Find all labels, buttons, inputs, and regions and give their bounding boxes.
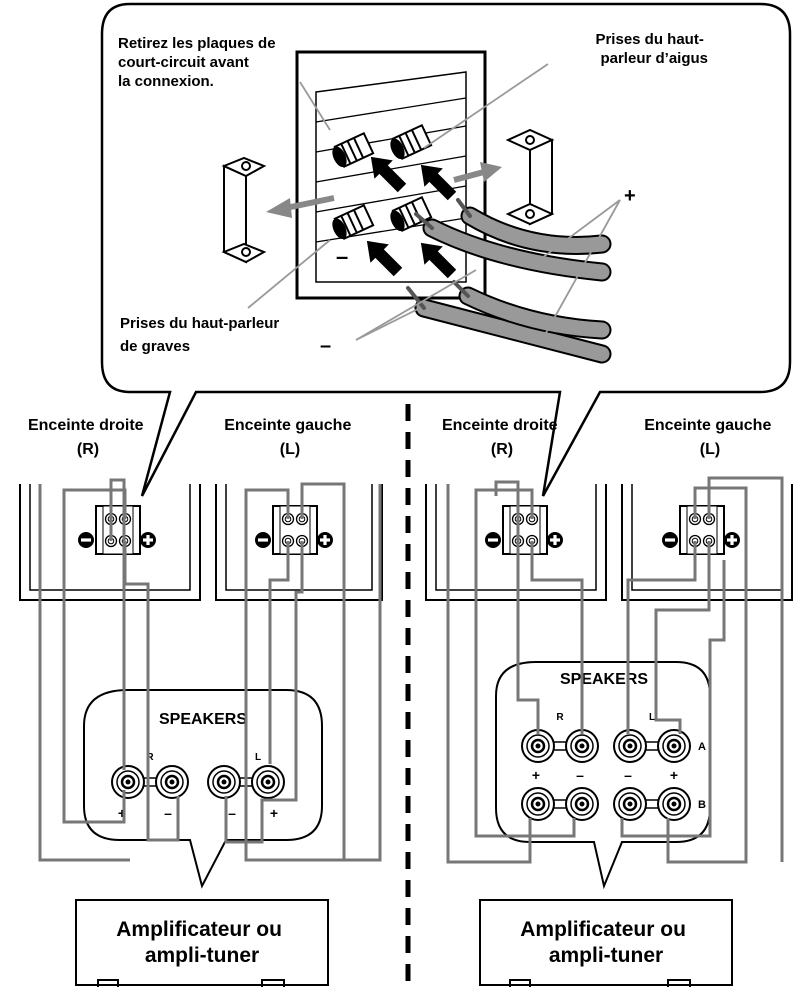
right-setup-wires [446, 476, 784, 864]
minus-icon [485, 532, 501, 548]
minus-icon [255, 532, 271, 548]
left-jack-r-plus [110, 764, 146, 800]
right-sign-1: + [532, 767, 540, 783]
left-setup: Enceinte droite (R) Enceinte gauche (L) [19, 417, 383, 987]
right-jack-ra-plus [520, 728, 556, 764]
shorting-plate-left [221, 156, 267, 264]
plus-icon [140, 532, 156, 548]
right-jack-rb-plus [520, 786, 556, 822]
right-r-label: R [556, 712, 564, 723]
woofer-jacks-label: Prises du haut-parleur de graves [120, 315, 283, 355]
left-l-label: L [255, 752, 261, 763]
right-sign-3: – [624, 767, 632, 783]
right-jack-la-plus [656, 728, 692, 764]
callout-cables [406, 198, 612, 364]
minus-icon [78, 532, 94, 548]
right-right-speaker-box [425, 484, 607, 601]
right-speakers-title: SPEAKERS [560, 671, 648, 688]
plus-icon [724, 532, 740, 548]
tweeter-jack-minus [332, 131, 375, 169]
remove-arrow-left [266, 195, 335, 218]
terminal-minus-sign: – [336, 244, 348, 269]
right-jack-lb-minus [612, 786, 648, 822]
left-right-speaker-box [19, 484, 201, 601]
right-amp-label: Amplificateur ou ampli-tuner [520, 918, 692, 967]
left-jack-l-minus [206, 764, 242, 800]
right-left-speaker-box [621, 484, 793, 601]
remove-plates-label: Retirez les plaques de court-circuit ava… [118, 35, 280, 90]
tweeter-jacks-label: Prises du haut- parleur d’aigus [595, 31, 708, 67]
tweeter-jack-plus [390, 123, 433, 161]
right-sign-4: + [670, 767, 678, 783]
left-right-speaker-label: Enceinte droite (R) [28, 417, 148, 458]
left-r-label: R [146, 752, 154, 763]
right-jack-rb-minus [564, 786, 600, 822]
callout-plus-sign: + [624, 185, 636, 207]
left-jack-l-plus [250, 764, 286, 800]
right-b-label: B [698, 799, 706, 811]
left-left-speaker-label: Enceinte gauche (L) [224, 417, 356, 458]
left-sign-3: – [228, 805, 236, 821]
right-setup: Enceinte droite (R) Enceinte gauche (L) [425, 417, 793, 987]
right-amp-box [479, 899, 733, 986]
left-sign-2: – [164, 805, 172, 821]
minus-icon [662, 532, 678, 548]
left-speakers-title: SPEAKERS [159, 711, 247, 728]
right-right-speaker-label: Enceinte droite (R) [442, 417, 562, 458]
left-left-speaker-box [215, 484, 383, 601]
callout-minus-sign: – [320, 335, 331, 357]
plus-icon [317, 532, 333, 548]
woofer-jack-minus [332, 203, 375, 241]
left-amp-box [75, 899, 329, 986]
right-jack-ra-minus [564, 728, 600, 764]
left-sign-1: + [118, 805, 126, 821]
right-jack-la-minus [612, 728, 648, 764]
remove-arrow-right [453, 162, 502, 183]
left-amp-label: Amplificateur ou ampli-tuner [116, 918, 288, 967]
right-sign-2: – [576, 767, 584, 783]
callout-leaders [247, 63, 621, 341]
left-sign-4: + [270, 805, 278, 821]
right-jack-lb-plus [656, 786, 692, 822]
right-left-speaker-label: Enceinte gauche (L) [644, 417, 776, 458]
right-a-label: A [698, 741, 706, 753]
right-l-label: L [649, 712, 655, 723]
shorting-plate-right [505, 128, 555, 226]
plus-icon [547, 532, 563, 548]
left-jack-r-minus [154, 764, 190, 800]
left-setup-wires [38, 478, 382, 862]
